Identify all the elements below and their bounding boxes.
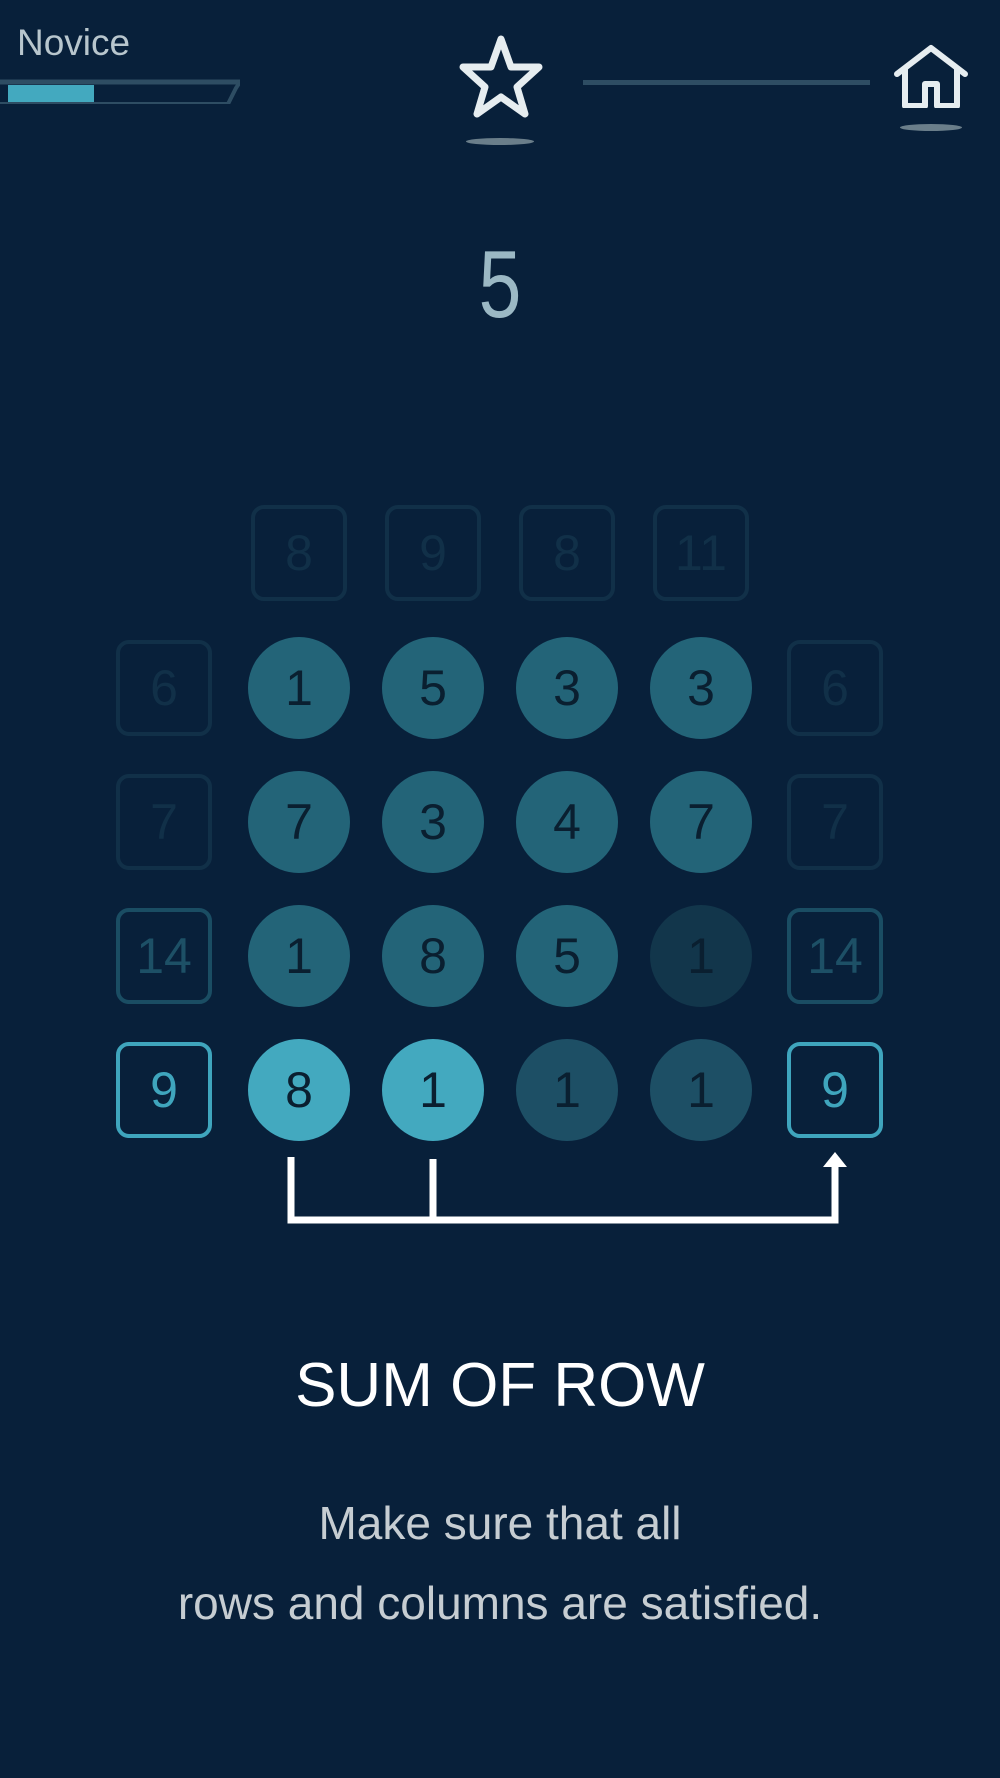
number-cell[interactable]: 1 — [248, 905, 350, 1007]
number-cell[interactable]: 1 — [516, 1039, 618, 1141]
row-target-right: 9 — [787, 1042, 883, 1138]
column-target: 9 — [385, 505, 481, 601]
number-cell[interactable]: 8 — [248, 1039, 350, 1141]
number-cell[interactable]: 3 — [516, 637, 618, 739]
number-cell[interactable]: 1 — [650, 1039, 752, 1141]
number-cell[interactable]: 1 — [382, 1039, 484, 1141]
row-target-left: 7 — [116, 774, 212, 870]
home-icon[interactable] — [891, 44, 971, 108]
number-cell[interactable]: 7 — [650, 771, 752, 873]
row-target-right: 7 — [787, 774, 883, 870]
tutorial-text-line2: rows and columns are satisfied. — [177, 1577, 823, 1629]
number-cell[interactable]: 3 — [650, 637, 752, 739]
number-cell[interactable]: 5 — [516, 905, 618, 1007]
number-cell[interactable]: 4 — [516, 771, 618, 873]
level-progress-fill — [8, 85, 94, 102]
column-target: 11 — [653, 505, 749, 601]
star-outline-icon[interactable] — [455, 34, 547, 118]
row-target-left: 6 — [116, 640, 212, 736]
star-shadow — [466, 138, 534, 145]
move-counter: 5 — [478, 231, 522, 338]
number-cell[interactable]: 8 — [382, 905, 484, 1007]
home-shadow — [900, 124, 962, 131]
row-target-right: 6 — [787, 640, 883, 736]
row-target-left: 9 — [116, 1042, 212, 1138]
number-cell[interactable]: 1 — [650, 905, 752, 1007]
number-cell[interactable]: 7 — [248, 771, 350, 873]
number-cell[interactable]: 5 — [382, 637, 484, 739]
level-label: Novice — [17, 22, 131, 63]
number-cell[interactable]: 3 — [382, 771, 484, 873]
column-target: 8 — [519, 505, 615, 601]
row-target-left: 14 — [116, 908, 212, 1004]
header-divider — [583, 80, 870, 85]
tutorial-text-line1: Make sure that all — [318, 1497, 682, 1549]
row-sum-arrow-diagram — [287, 1152, 847, 1224]
number-cell[interactable]: 1 — [248, 637, 350, 739]
column-target: 8 — [251, 505, 347, 601]
tutorial-title: SUM OF ROW — [295, 1351, 705, 1420]
level-progress-track — [0, 79, 240, 104]
row-target-right: 14 — [787, 908, 883, 1004]
